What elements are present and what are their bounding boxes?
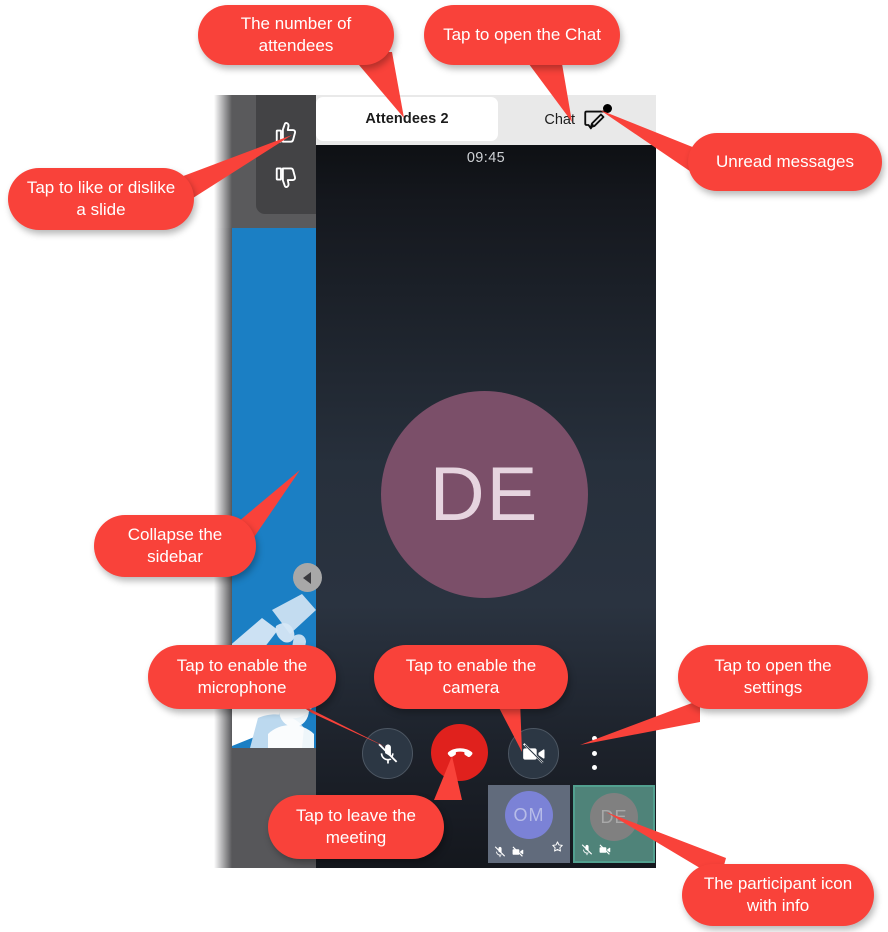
callout-tail-settings	[580, 700, 700, 745]
kebab-menu-icon	[591, 750, 597, 756]
callout-like: Tap to like or dislike a slide	[8, 168, 194, 230]
active-speaker-avatar: DE	[381, 391, 588, 598]
callout-tail-chat	[520, 52, 572, 122]
leave-meeting-button[interactable]	[431, 724, 488, 781]
chat-compose-icon	[584, 110, 606, 130]
favorite-star-button[interactable]	[551, 840, 564, 858]
chat-tab[interactable]: Chat	[544, 95, 612, 145]
unread-badge-dot	[603, 104, 612, 113]
kebab-menu-icon	[591, 736, 597, 741]
callout-participant-text: The participant icon with info	[703, 874, 853, 915]
mic-off-icon	[494, 846, 506, 858]
callout-camera: Tap to enable the camera	[374, 645, 568, 709]
callout-tail-camera	[495, 700, 522, 752]
callout-like-text: Tap to like or dislike a slide	[26, 178, 176, 219]
avatar-initials: DE	[429, 451, 540, 537]
callout-participant: The participant icon with info	[682, 864, 874, 926]
chat-tab-label: Chat	[544, 112, 575, 128]
callout-settings: Tap to open the settings	[678, 645, 868, 709]
callout-collapse-text: Collapse the sidebar	[127, 525, 223, 566]
callout-chat-text: Tap to open the Chat	[443, 25, 601, 45]
participant-thumbnail-strip: OM	[488, 785, 656, 863]
avatar-initials: OM	[513, 804, 545, 825]
participant-tile[interactable]: DE	[573, 785, 655, 863]
callout-tail-like	[178, 135, 292, 205]
video-off-icon	[512, 846, 524, 857]
microphone-muted-button[interactable]	[362, 728, 413, 779]
callout-unread-text: Unread messages	[716, 152, 854, 172]
callout-camera-text: Tap to enable the camera	[405, 656, 537, 697]
dislike-button[interactable]	[264, 156, 308, 202]
callout-tail-microphone	[292, 700, 388, 748]
callout-attendees: The number of attendees	[198, 5, 394, 65]
video-off-icon	[599, 844, 611, 855]
callout-collapse: Collapse the sidebar	[94, 515, 256, 577]
avatar-initials: DE	[600, 807, 627, 828]
callout-attendees-text: The number of attendees	[240, 14, 352, 55]
phone-hangup-icon	[447, 747, 472, 757]
attendees-tab-label: Attendees 2	[365, 111, 449, 127]
callout-unread: Unread messages	[688, 133, 882, 191]
settings-button[interactable]	[581, 736, 607, 770]
callout-settings-text: Tap to open the settings	[714, 656, 832, 697]
callout-leave: Tap to leave the meeting	[268, 795, 444, 859]
avatar: DE	[590, 793, 638, 841]
mic-off-icon	[581, 844, 593, 856]
callout-microphone-text: Tap to enable the microphone	[176, 656, 308, 697]
top-navigation-bar: Attendees 2 Chat	[316, 95, 656, 145]
attendees-tab[interactable]: Attendees 2	[316, 97, 498, 141]
reaction-buttons-panel	[256, 95, 316, 214]
avatar: OM	[505, 791, 553, 839]
callout-microphone: Tap to enable the microphone	[148, 645, 336, 709]
participant-tile[interactable]: OM	[488, 785, 570, 863]
meeting-controls-bar	[316, 712, 656, 794]
callout-tail-attendees	[348, 52, 404, 118]
participant-status-icons	[493, 845, 525, 859]
star-icon	[552, 841, 563, 852]
callout-tail-unread	[600, 110, 700, 178]
thumbs-down-icon	[275, 166, 297, 188]
video-off-icon	[522, 742, 544, 764]
callout-tail-participant	[606, 812, 726, 880]
callout-leave-text: Tap to leave the meeting	[295, 806, 417, 847]
participant-status-icons	[580, 843, 612, 857]
camera-off-button[interactable]	[508, 728, 559, 779]
meeting-clock: 09:45	[466, 150, 506, 166]
kebab-menu-icon	[591, 765, 597, 770]
chevron-left-icon	[302, 571, 311, 584]
callout-tail-leave	[434, 756, 462, 800]
callout-chat: Tap to open the Chat	[424, 5, 620, 65]
collapse-sidebar-button[interactable]	[293, 563, 322, 592]
chat-icon-wrapper	[582, 104, 612, 133]
